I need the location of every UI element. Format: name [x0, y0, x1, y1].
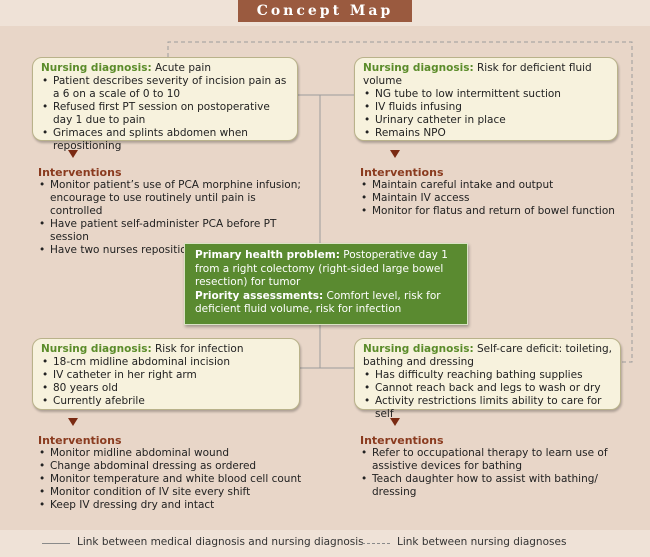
list-item: Monitor patient’s use of PCA morphine in…: [38, 179, 308, 218]
list-item: Change abdominal dressing as ordered: [38, 460, 308, 473]
diagnosis-title: Self-care deficit: toileting, bathing an…: [363, 343, 612, 368]
diagnosis-label: Nursing diagnosis:: [363, 343, 474, 355]
diagnosis-box-acute-pain: Nursing diagnosis: Acute pain Patient de…: [32, 57, 298, 152]
interventions-self-care: Interventions Refer to occupational ther…: [360, 434, 622, 499]
primary-problem-label: Primary health problem:: [195, 249, 340, 261]
diagnosis-label: Nursing diagnosis:: [41, 343, 152, 355]
list-item: Monitor midline abdominal wound: [38, 447, 308, 460]
list-item: Refer to occupational therapy to learn u…: [360, 447, 622, 473]
page-title: Concept Map: [238, 0, 412, 22]
interventions-heading: Interventions: [360, 166, 444, 179]
title-bar: Concept Map: [0, 0, 650, 26]
down-arrow-icon: [390, 150, 400, 158]
list-item: Currently afebrile: [41, 395, 291, 408]
priority-assessments-label: Priority assessments:: [195, 289, 324, 302]
diagnosis-box-fluid-volume: Nursing diagnosis: Risk for deficient fl…: [354, 57, 618, 141]
list-item: Maintain IV access: [360, 192, 630, 205]
list-item: Maintain careful intake and output: [360, 179, 630, 192]
interventions-heading: Interventions: [38, 166, 122, 179]
list-item: Have patient self-administer PCA before …: [38, 218, 308, 244]
list-item: Remains NPO: [363, 127, 609, 140]
diagnosis-title: Risk for deficient fluid volume: [363, 62, 592, 87]
list-item: NG tube to low intermittent suction: [363, 88, 609, 101]
interventions-fluid-volume: Interventions Maintain careful intake an…: [360, 166, 630, 218]
list-item: Activity restrictions limits ability to …: [363, 395, 612, 421]
list-item: Teach daughter how to assist with bathin…: [360, 473, 622, 499]
list-item: Patient describes severity of incision p…: [41, 75, 289, 101]
interventions-heading: Interventions: [38, 434, 122, 447]
legend-dashed-label: Link between nursing diagnoses: [397, 536, 567, 548]
diagnosis-label: Nursing diagnosis:: [41, 62, 152, 74]
list-item: Keep IV dressing dry and intact: [38, 499, 308, 512]
interventions-heading: Interventions: [360, 434, 444, 447]
list-item: IV catheter in her right arm: [41, 369, 291, 382]
down-arrow-icon: [68, 418, 78, 426]
list-item: Monitor temperature and white blood cell…: [38, 473, 308, 486]
list-item: Cannot reach back and legs to wash or dr…: [363, 382, 612, 395]
dashed-line-swatch: [362, 543, 390, 544]
interventions-infection: Interventions Monitor midline abdominal …: [38, 434, 308, 512]
list-item: Grimaces and splints abdomen when reposi…: [41, 127, 289, 153]
list-item: Urinary catheter in place: [363, 114, 609, 127]
diagnosis-title: Acute pain: [151, 62, 211, 74]
list-item: Refused first PT session on postoperativ…: [41, 101, 289, 127]
list-item: IV fluids infusing: [363, 101, 609, 114]
primary-health-problem-box: Primary health problem: Postoperative da…: [184, 243, 468, 325]
diagnosis-label: Nursing diagnosis:: [363, 62, 474, 74]
list-item: Monitor condition of IV site every shift: [38, 486, 308, 499]
diagnosis-box-infection: Nursing diagnosis: Risk for infection 18…: [32, 338, 300, 410]
legend-solid-label: Link between medical diagnosis and nursi…: [77, 536, 364, 548]
diagnosis-box-self-care: Nursing diagnosis: Self-care deficit: to…: [354, 338, 621, 420]
primary-problem-text: Postoperative day 1 from a right colecto…: [195, 249, 448, 288]
diagnosis-title: Risk for infection: [151, 343, 244, 355]
legend: Link between medical diagnosis and nursi…: [0, 530, 650, 557]
list-item: Monitor for flatus and return of bowel f…: [360, 205, 630, 218]
down-arrow-icon: [68, 150, 78, 158]
down-arrow-icon: [390, 418, 400, 426]
list-item: 18-cm midline abdominal incision: [41, 356, 291, 369]
list-item: Has difficulty reaching bathing supplies: [363, 369, 612, 382]
list-item: 80 years old: [41, 382, 291, 395]
solid-line-swatch: [42, 543, 70, 544]
priority-assessments-text: Comfort level, risk for deficient fluid …: [195, 289, 441, 316]
